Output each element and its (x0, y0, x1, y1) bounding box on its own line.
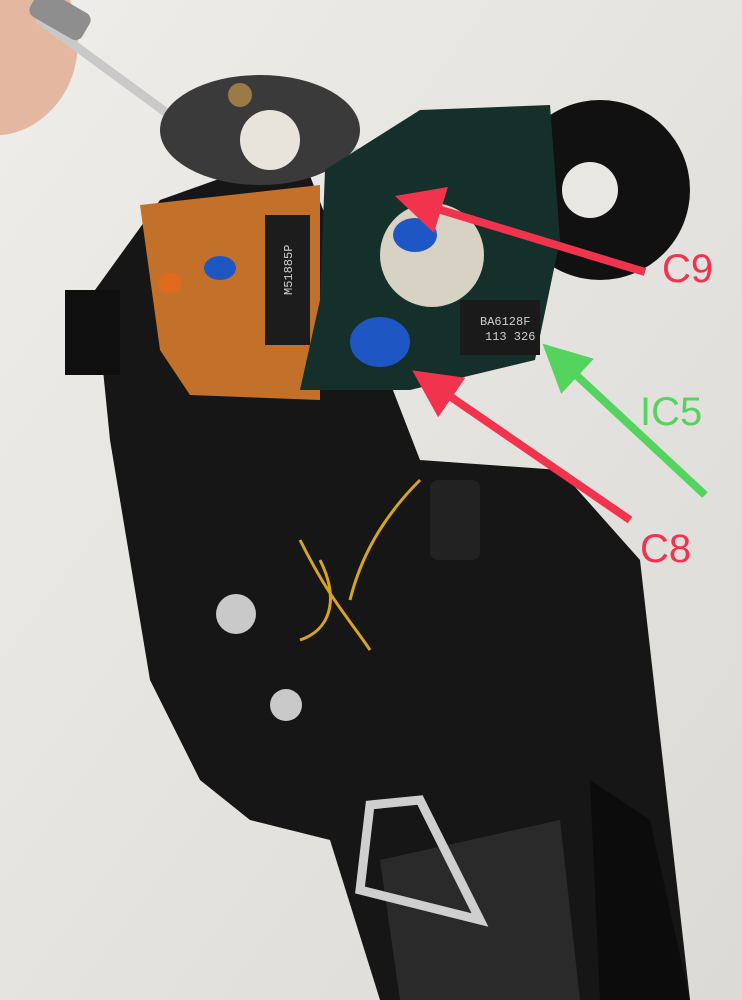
screw (216, 594, 256, 634)
ic5-marking-2: 113 326 (485, 330, 535, 344)
white-gear (240, 110, 300, 170)
grip-side (590, 780, 690, 1000)
arrow-c8 (412, 370, 633, 524)
capacitor (204, 256, 236, 280)
wires (298, 478, 422, 651)
brass-gear (228, 83, 252, 107)
label-ic5: IC5 (640, 390, 702, 434)
threaded-post (430, 480, 480, 560)
arrow-c9 (395, 187, 647, 276)
capacitor-c8 (350, 317, 410, 367)
left-chip (265, 215, 310, 345)
ic5-marking-1: BA6128F (480, 315, 530, 329)
screw (270, 689, 302, 721)
orange-component (158, 273, 182, 293)
disc-hole (562, 162, 618, 218)
probe-handle (29, 0, 91, 41)
capacitor-c9 (393, 218, 437, 252)
label-c9: C9 (662, 247, 713, 291)
ic5-chip (460, 300, 540, 355)
arrow-ic5 (542, 343, 708, 498)
strap-lug (355, 795, 489, 927)
side-bracket (65, 290, 120, 375)
label-c8: C8 (640, 527, 691, 571)
left-chip-marking: M51885P (282, 245, 296, 295)
